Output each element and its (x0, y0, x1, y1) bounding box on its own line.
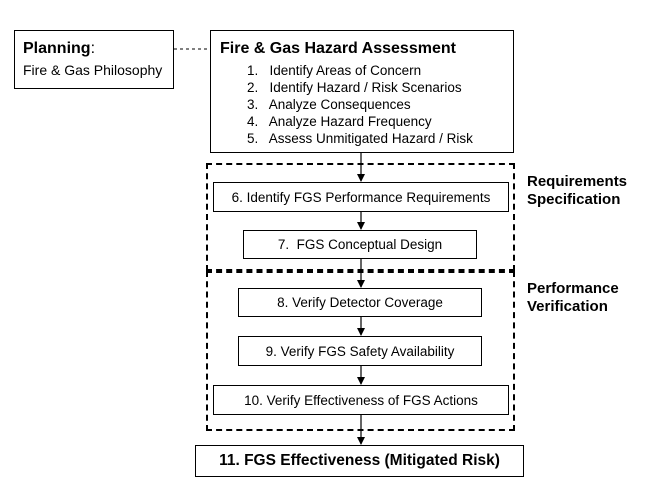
assessment-step-5: 5. Assess Unmitigated Hazard / Risk (247, 131, 473, 146)
planning-subtitle: Fire & Gas Philosophy (23, 62, 163, 78)
step-7-label: 7. FGS Conceptual Design (277, 237, 443, 252)
assessment-step-1: 1. Identify Areas of Concern (247, 63, 422, 78)
step-8-label: 8. Verify Detector Coverage (277, 295, 443, 310)
step-9-box: 9. Verify FGS Safety Availability (238, 336, 482, 366)
step-7-box: 7. FGS Conceptual Design (243, 230, 477, 259)
assessment-step-4: 4. Analyze Hazard Frequency (247, 114, 432, 129)
step-9-label: 9. Verify FGS Safety Availability (265, 343, 455, 359)
planning-title: Planning: (23, 40, 95, 58)
performance-label-line2: Verification (527, 298, 608, 315)
performance-verification-group (206, 271, 515, 431)
step-10-label: 10. Verify Effectiveness of FGS Actions (244, 392, 478, 408)
assessment-step-3: 3. Analyze Consequences (247, 97, 411, 112)
requirements-label-line2: Specification (527, 191, 621, 208)
step-8-box: 8. Verify Detector Coverage (238, 288, 482, 317)
hazard-assessment-box: Fire & Gas Hazard Assessment 1. Identify… (210, 30, 514, 153)
step-10-box: 10. Verify Effectiveness of FGS Actions (213, 385, 509, 415)
planning-title-colon: : (90, 40, 96, 57)
step-6-box: 6. Identify FGS Performance Requirements (213, 182, 509, 212)
planning-box: Planning: Fire & Gas Philosophy (14, 30, 174, 89)
assessment-step-2: 2. Identify Hazard / Risk Scenarios (247, 80, 462, 95)
fgs-effectiveness-box: 11. FGS Effectiveness (Mitigated Risk) (195, 445, 524, 477)
requirements-label-line1: Requirements (527, 173, 628, 190)
performance-label-line1: Performance (527, 280, 619, 297)
requirements-specification-group (206, 163, 515, 271)
hazard-assessment-title: Fire & Gas Hazard Assessment (220, 40, 456, 57)
fgs-effectiveness-label: 11. FGS Effectiveness (Mitigated Risk) (219, 452, 500, 469)
step-6-label: 6. Identify FGS Performance Requirements (231, 189, 491, 205)
planning-title-text: Planning (23, 40, 91, 57)
